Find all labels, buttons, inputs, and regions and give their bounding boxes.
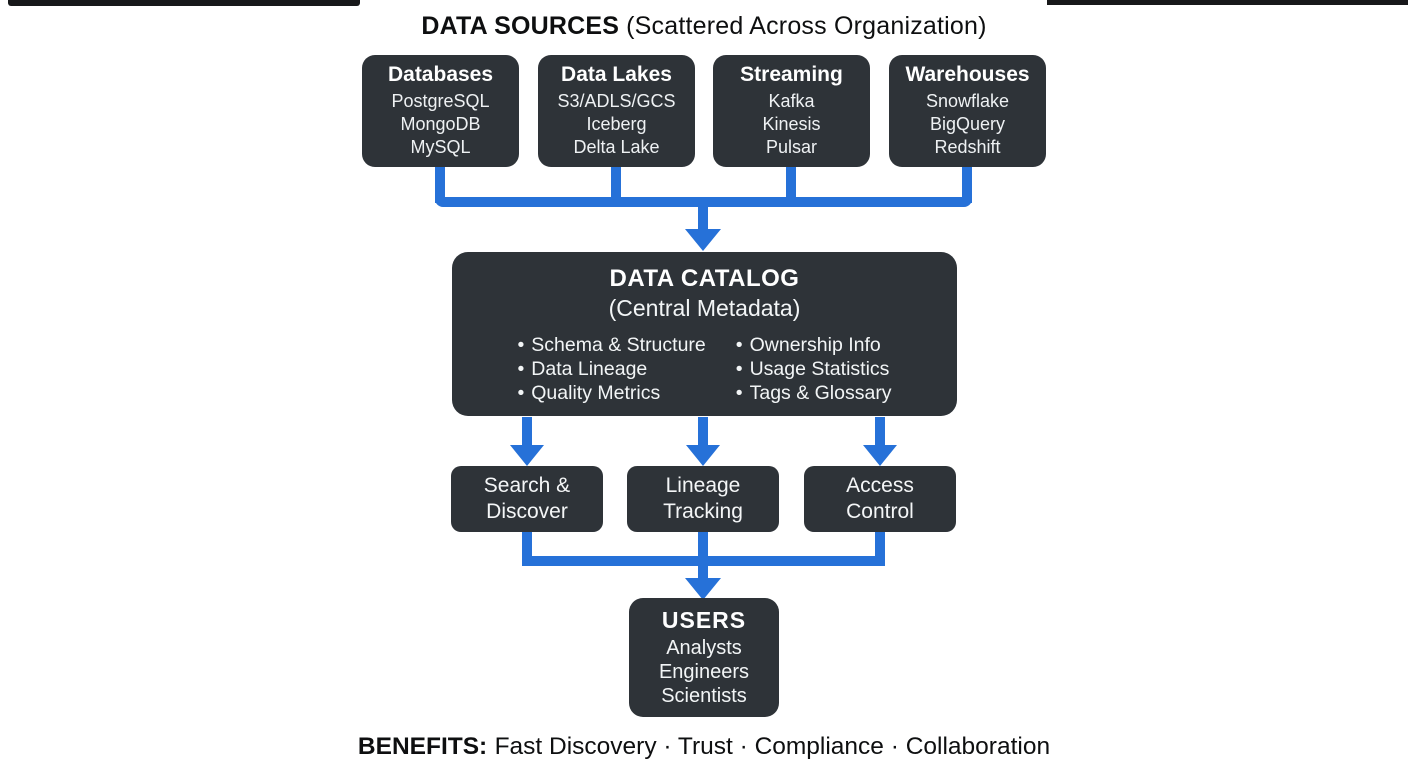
source-title: Warehouses (905, 63, 1030, 86)
source-title: Streaming (740, 63, 843, 86)
bullet-dot-icon: • (735, 334, 743, 356)
connector-merge-line (435, 197, 972, 207)
page-title-rest: (Scattered Across Organization) (626, 12, 987, 40)
connector-arrow-shaft (698, 566, 708, 580)
catalog-bullet-label: Quality Metrics (531, 382, 661, 404)
capability-label: Lineage (665, 474, 741, 497)
catalog-bullet: • Usage Statistics (736, 357, 892, 381)
connector-stub-line (786, 167, 796, 203)
connector-arrow-shaft (875, 417, 885, 446)
down-arrow-icon (685, 229, 721, 251)
connector-stub-line (435, 167, 445, 203)
benefits-line: BENEFITS:Fast Discovery · Trust · Compli… (0, 733, 1408, 761)
source-title: Data Lakes (561, 63, 672, 86)
catalog-bullets-right: • Ownership Info • Usage Statistics • Tags … (736, 333, 892, 405)
connector-stub-line (875, 532, 885, 566)
catalog-bullet-label: Ownership Info (749, 334, 881, 356)
connector-stub-line (698, 532, 708, 566)
connector-stub-line (611, 167, 621, 203)
catalog-bullets-left: • Schema & Structure • Data Lineage • Quali… (517, 333, 705, 405)
bullet-dot-icon: • (735, 358, 743, 380)
catalog-bullet-label: Usage Statistics (749, 358, 890, 380)
connector-stub-line (962, 167, 972, 203)
users-item: Scientists (661, 685, 747, 707)
users-item: Engineers (658, 661, 750, 683)
down-arrow-icon (685, 578, 721, 600)
source-box-warehouses: Warehouses Snowflake BigQuery Redshift (889, 55, 1046, 167)
source-item: Kafka (768, 91, 815, 111)
capability-label: Discover (486, 500, 568, 523)
catalog-bullet: • Tags & Glossary (736, 381, 892, 405)
catalog-bullet-label: Schema & Structure (531, 334, 706, 356)
catalog-title: DATA CATALOG (609, 265, 800, 292)
catalog-bullet-columns: • Schema & Structure • Data Lineage • Quali… (517, 333, 891, 405)
capability-label: Tracking (663, 500, 743, 523)
users-title: USERS (661, 607, 747, 633)
capability-box-lineage-tracking: Lineage Tracking (627, 466, 779, 532)
connector-arrow-shaft (522, 417, 532, 446)
capability-label: Access (846, 474, 914, 497)
source-item: Snowflake (925, 91, 1010, 111)
catalog-bullet-label: Tags & Glossary (749, 382, 892, 404)
catalog-subtitle: (Central Metadata) (608, 295, 801, 321)
capability-box-access-control: Access Control (804, 466, 956, 532)
benefits-text: Fast Discovery · Trust · Compliance · Co… (494, 733, 1051, 760)
source-item: PostgreSQL (391, 91, 490, 111)
source-item: S3/ADLS/GCS (557, 91, 676, 111)
source-item: Delta Lake (573, 137, 660, 157)
down-arrow-icon (510, 445, 544, 466)
bullet-dot-icon: • (517, 334, 525, 356)
down-arrow-icon (863, 445, 897, 466)
bullet-dot-icon: • (517, 358, 525, 380)
source-box-streaming: Streaming Kafka Kinesis Pulsar (713, 55, 870, 167)
users-box: USERS Analysts Engineers Scientists (629, 598, 779, 717)
source-item: MongoDB (400, 114, 481, 134)
connector-stub-line (522, 532, 532, 566)
users-item: Analysts (666, 637, 742, 659)
connector-merge-line (522, 556, 885, 566)
source-item: BigQuery (929, 114, 1006, 134)
catalog-bullet: • Quality Metrics (517, 381, 705, 405)
top-edge-artifact-left (8, 0, 360, 6)
capability-label: Control (846, 500, 914, 523)
source-item: Redshift (934, 137, 1001, 157)
page-title-strong: DATA SOURCES (421, 12, 620, 40)
down-arrow-icon (686, 445, 720, 466)
page-title: DATA SOURCES(Scattered Across Organizati… (0, 12, 1408, 41)
source-item: MySQL (410, 137, 471, 157)
source-box-databases: Databases PostgreSQL MongoDB MySQL (362, 55, 519, 167)
connector-arrow-shaft (698, 207, 708, 231)
bullet-dot-icon: • (517, 382, 525, 404)
catalog-bullet: • Data Lineage (517, 357, 705, 381)
source-item: Iceberg (586, 114, 647, 134)
source-item: Kinesis (762, 114, 821, 134)
benefits-label: BENEFITS: (357, 733, 488, 760)
catalog-bullet-label: Data Lineage (531, 358, 648, 380)
source-item: Pulsar (765, 137, 818, 157)
top-edge-artifact-right (1047, 0, 1408, 5)
capability-box-search-discover: Search & Discover (451, 466, 603, 532)
catalog-bullet: • Ownership Info (736, 333, 892, 357)
source-title: Databases (387, 63, 494, 86)
catalog-box: DATA CATALOG (Central Metadata) • Schema … (452, 252, 957, 416)
bullet-dot-icon: • (735, 382, 743, 404)
source-box-data-lakes: Data Lakes S3/ADLS/GCS Iceberg Delta Lak… (538, 55, 695, 167)
connector-arrow-shaft (698, 417, 708, 446)
capability-label: Search & (483, 474, 571, 497)
catalog-bullet: • Schema & Structure (517, 333, 705, 357)
